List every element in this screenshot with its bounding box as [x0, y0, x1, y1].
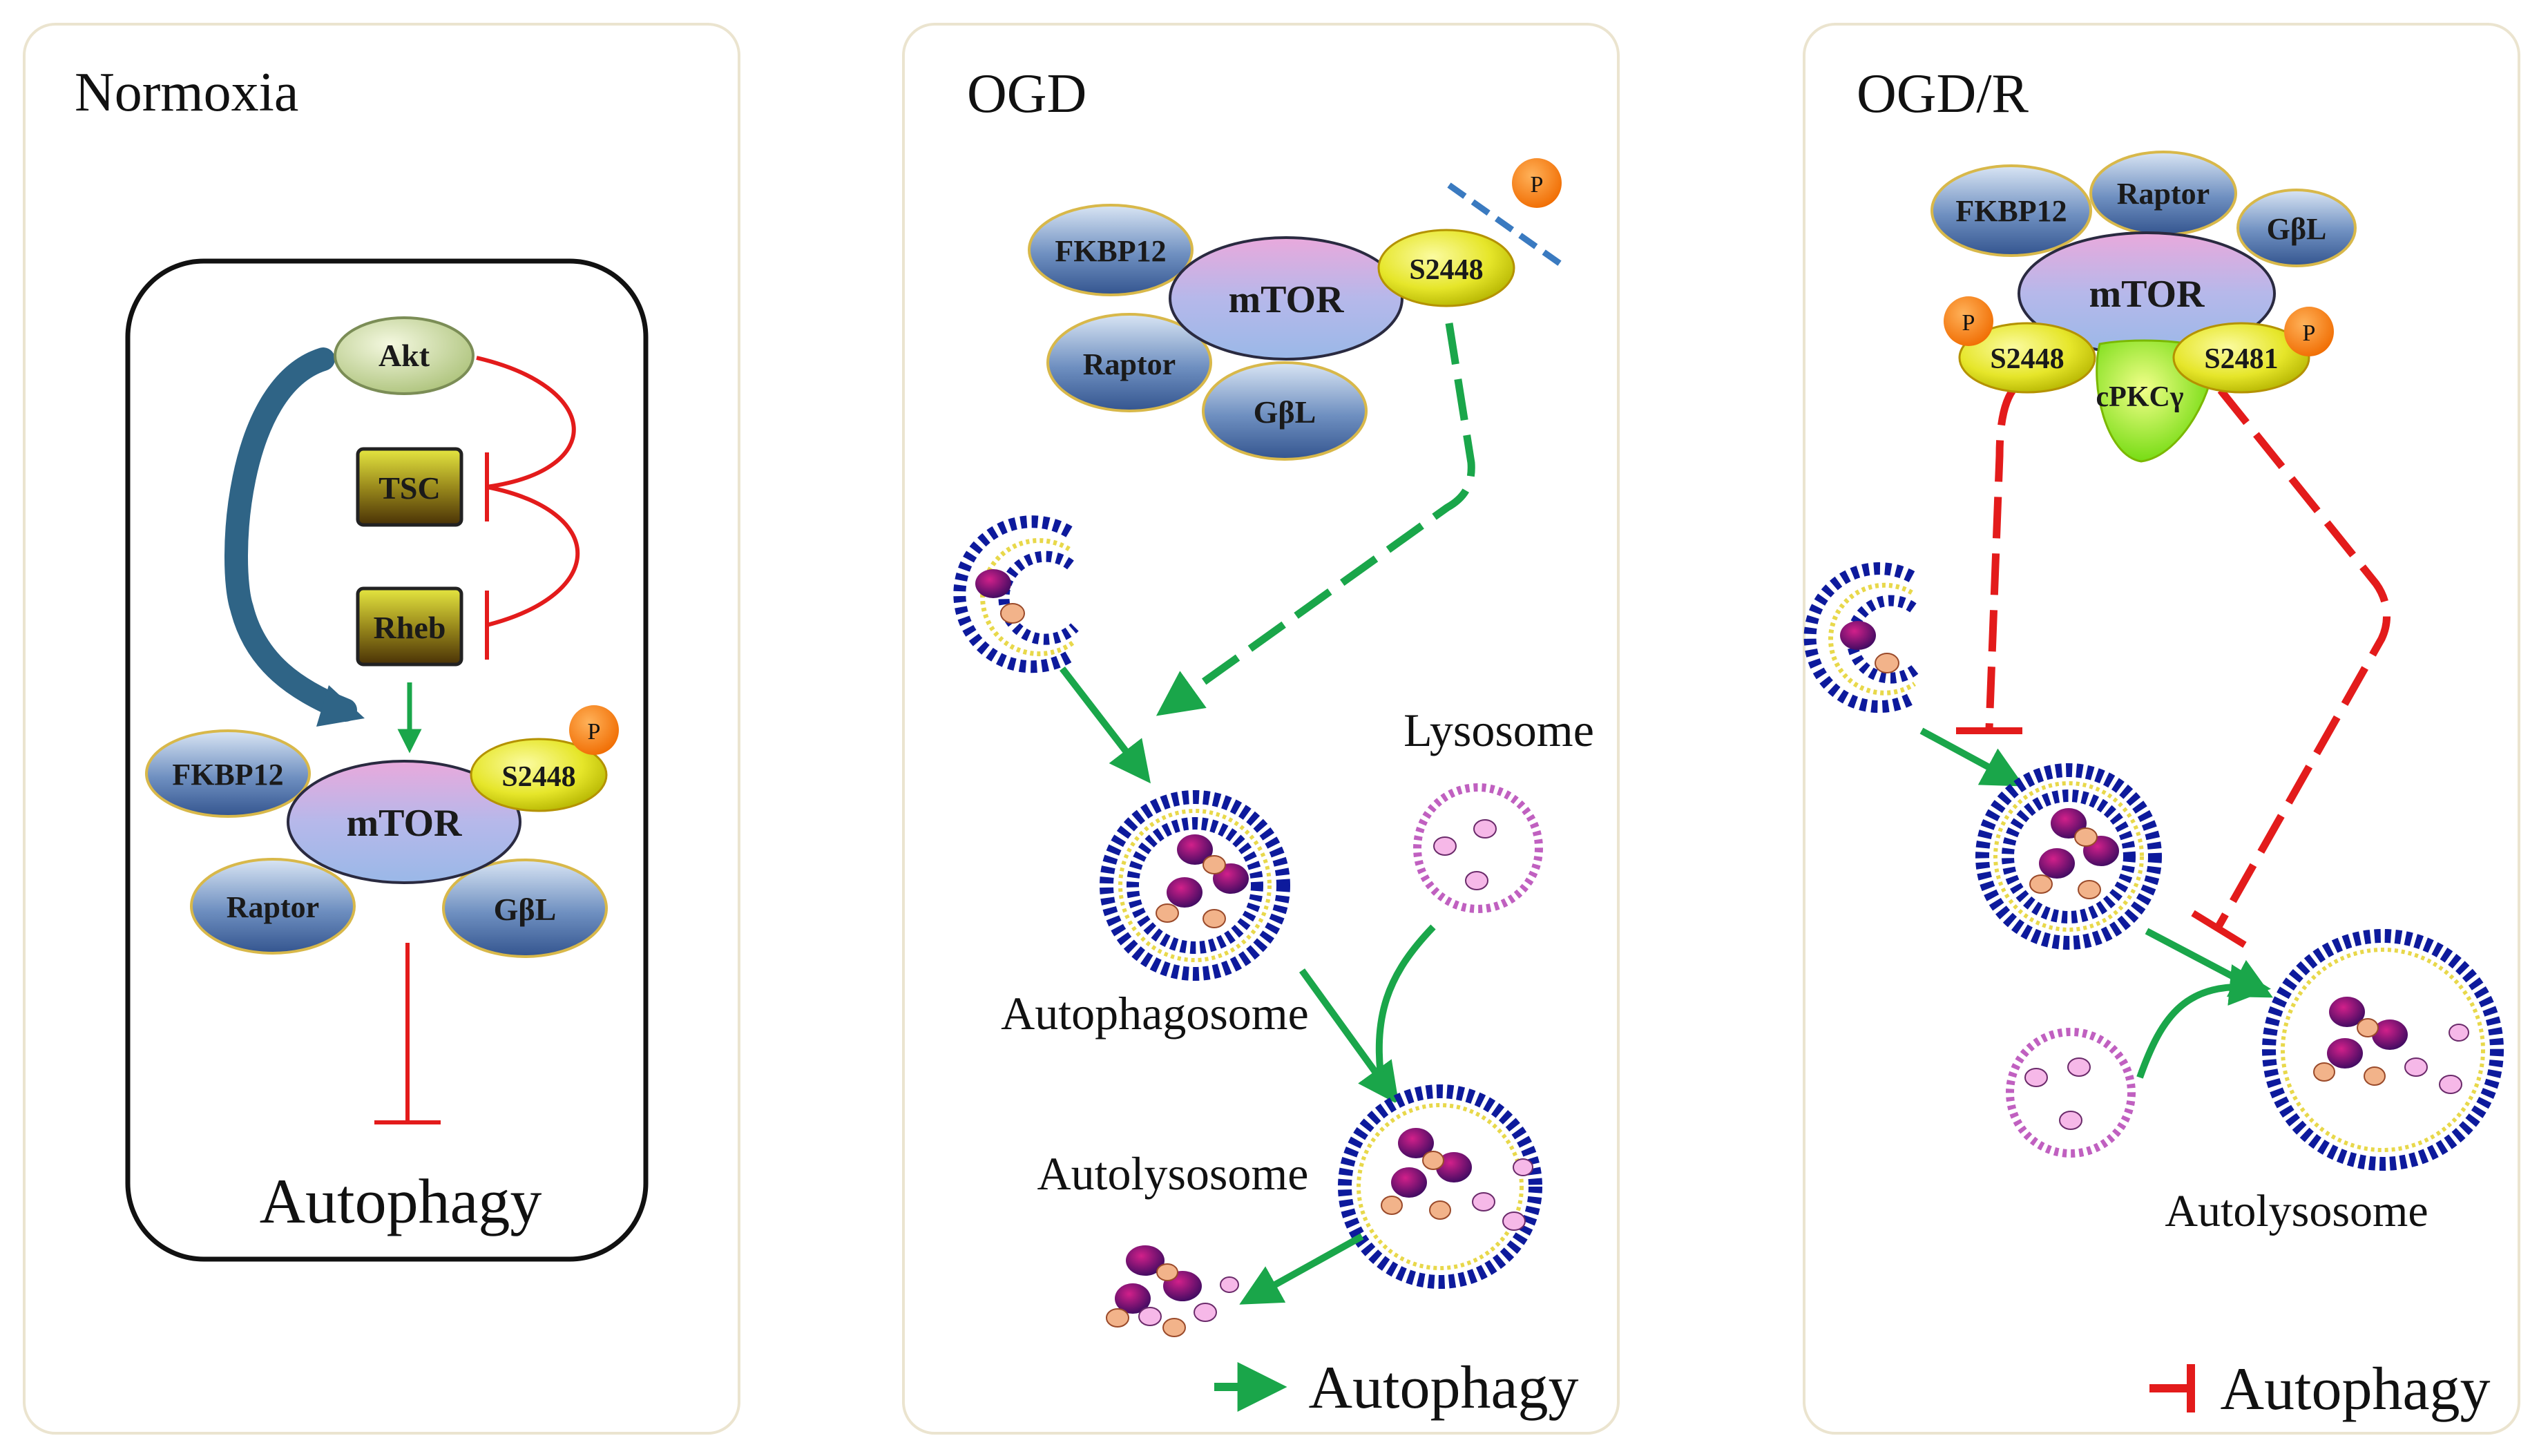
panel-title: Normoxia	[75, 62, 298, 123]
phospho-badge	[1512, 158, 1562, 208]
autophagosome-label: Autophagosome	[1001, 987, 1309, 1040]
raptor-label: Raptor	[1083, 347, 1176, 381]
autolysosome	[2262, 929, 2504, 1171]
fkbp12-node	[1028, 204, 1194, 296]
akt-arrow-head	[316, 685, 365, 727]
phospho-badge-s2481	[2284, 307, 2334, 356]
rheb-node	[356, 586, 463, 667]
phagophore	[1803, 562, 1920, 713]
s2481-label: S2481	[2204, 343, 2278, 375]
autolysosome-label: Autolysosome	[2165, 1186, 2428, 1236]
mtor-to-autophagosome-dashed-arrow	[1156, 323, 1475, 716]
tsc-label: TSC	[379, 470, 440, 506]
autolysosome-label: Autolysosome	[1037, 1147, 1309, 1200]
cell-boundary	[125, 258, 649, 1262]
gbl-node	[442, 859, 608, 958]
autolysosome-to-debris-arrow	[1239, 1233, 1364, 1305]
panel-title: OGD/R	[1857, 64, 2029, 124]
phagophore-to-autophagosome-arrow	[1060, 666, 1151, 784]
raptor-node	[1046, 313, 1212, 412]
s2481-inhibits-autolysosome	[2214, 387, 2391, 931]
phagophore-to-autophagosome-arrow	[1919, 727, 2024, 787]
akt-label: Akt	[379, 338, 430, 373]
autophagy-label: Autophagy	[260, 1166, 542, 1236]
fkbp12-label: FKBP12	[172, 758, 283, 792]
raptor-node	[190, 858, 356, 955]
dephosphorylation-mark	[1447, 182, 1564, 268]
autolysosome	[1338, 1084, 1542, 1289]
akt-activation-arrow	[224, 347, 357, 722]
lysosome-label: Lysosome	[1403, 704, 1594, 756]
panel-frame	[23, 23, 740, 1435]
phospho-label: P	[1531, 172, 1544, 198]
lysosome-to-autolysosome-arrow	[1375, 924, 1436, 1092]
s2448-site	[1377, 229, 1515, 307]
akt-inhibits-tsc	[476, 356, 576, 489]
phospho-badge-s2448	[1944, 296, 1993, 346]
gbl-label: GβL	[2267, 212, 2327, 246]
panel-title: OGD	[967, 64, 1086, 124]
gbl-node	[1202, 361, 1368, 461]
fkbp12-node	[1930, 164, 2092, 257]
phospho-badge	[569, 705, 619, 755]
fkbp12-node	[145, 729, 311, 818]
gbl-label: GβL	[1254, 394, 1316, 430]
autophagosome-to-autolysosome-arrow	[1299, 968, 1399, 1105]
mtor-node	[287, 760, 521, 884]
autophagosome	[1975, 763, 2162, 950]
mtor-label: mTOR	[1229, 278, 1345, 321]
lysosome-to-autolysosome-arrow	[2136, 964, 2271, 1079]
tsc-inhibits-rheb	[486, 485, 580, 627]
raptor-label: Raptor	[2117, 177, 2210, 211]
panel-normoxia: Normoxia Akt TSC Rheb FKBP12 Raptor GβL …	[23, 23, 740, 1435]
akt-node	[334, 316, 475, 395]
mtor-label: mTOR	[2089, 273, 2205, 316]
s2448-label: S2448	[1409, 254, 1483, 286]
phagophore	[953, 515, 1079, 673]
mtor-label: mTOR	[347, 802, 463, 845]
fkbp12-label: FKBP12	[1955, 194, 2067, 228]
cpkc-gamma-label: cPKCγ	[2096, 381, 2184, 413]
lysosome	[1413, 783, 1543, 913]
phospho-label: P	[2303, 320, 2316, 346]
raptor-label: Raptor	[227, 890, 319, 924]
legend-autophagy-label: Autophagy	[1308, 1354, 1578, 1421]
panel-ogd-r: OGD/R FKBP12 Raptor GβL mTOR cPKCγ S2448…	[1803, 23, 2520, 1435]
s2481-inhibition-bar	[2191, 910, 2247, 948]
s2481-site	[2172, 322, 2310, 394]
mtor-node	[1169, 236, 1403, 361]
degraded-cargo	[1106, 1245, 1239, 1337]
phospho-label: P	[1962, 310, 1975, 336]
s2448-label: S2448	[501, 761, 575, 793]
rheb-label: Rheb	[374, 610, 446, 645]
lysosome	[2006, 1028, 2136, 1158]
panel-ogd: OGD FKBP12 Raptor GβL mTOR S2448 P	[902, 23, 1620, 1435]
tsc-node	[356, 447, 463, 527]
legend-autophagy-label: Autophagy	[2220, 1356, 2490, 1423]
s2448-site	[470, 738, 608, 812]
fkbp12-label: FKBP12	[1055, 234, 1166, 268]
s2448-label: S2448	[1990, 343, 2064, 375]
gbl-node	[2236, 189, 2357, 267]
gbl-label: GβL	[494, 892, 557, 927]
phospho-label: P	[588, 719, 601, 745]
autophagosome	[1100, 790, 1290, 981]
s2448-site	[1958, 322, 2096, 394]
